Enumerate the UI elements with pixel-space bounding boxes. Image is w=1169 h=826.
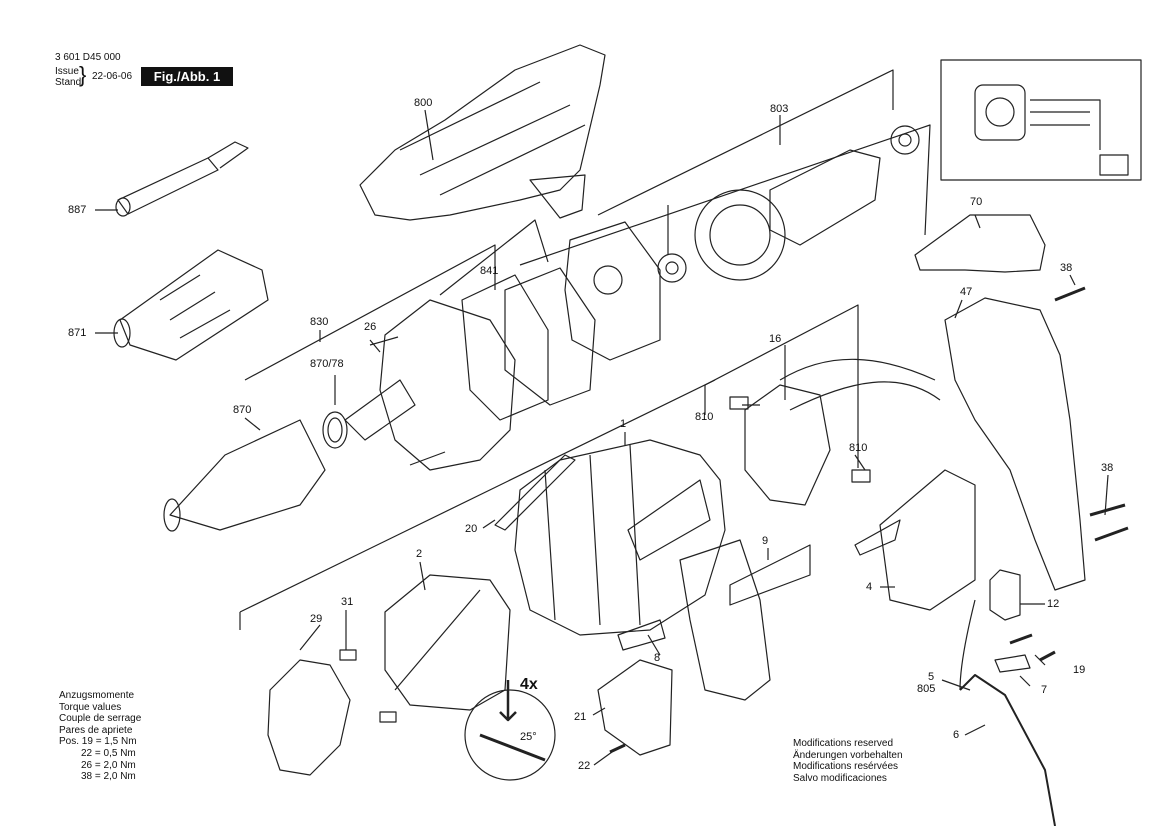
torque-line: Torque values (59, 701, 122, 713)
part-label: 29 (310, 613, 323, 625)
part-label: 7 (1041, 684, 1048, 696)
figure-label: Fig./Abb. 1 (141, 67, 233, 86)
part-label: 38 (1101, 462, 1114, 474)
part-label: 2 (416, 548, 423, 560)
detail-count: 4x (520, 676, 538, 693)
torque-line: 26 = 2,0 Nm (81, 759, 136, 771)
torque-line: Anzugsmomente (59, 690, 135, 701)
part-label: 841 (480, 265, 499, 277)
part-label: 21 (574, 711, 587, 723)
part-label: 870/78 (310, 358, 344, 370)
modifications-line: Modifications resérvées (793, 761, 899, 773)
part-label: 4 (866, 581, 873, 593)
torque-line: Pos. 19 = 1,5 Nm (59, 736, 137, 748)
part-label: 9 (762, 535, 769, 547)
detail-angle: 25° (520, 731, 537, 743)
part-label: 19 (1073, 664, 1086, 676)
part-label: 6 (953, 729, 960, 741)
part-label: 805 (917, 683, 936, 695)
part-label: 70 (970, 196, 983, 208)
part-label: 8 (654, 652, 661, 664)
part-label: 5 (928, 671, 935, 683)
part-label: 38 (1060, 262, 1073, 274)
part-label: 26 (364, 321, 377, 333)
modifications-line: Änderungen vorbehalten (793, 749, 903, 761)
part-label: 887 (68, 204, 87, 216)
modifications-line: Salvo modificaciones (793, 772, 887, 784)
issue-label: Issue (55, 66, 79, 77)
part-label: 22 (578, 760, 591, 772)
part-label: 1 (620, 418, 627, 430)
modifications-line: Modifications reserved (793, 738, 894, 749)
part-label: 803 (770, 103, 789, 115)
issue-date: 22-06-06 (92, 71, 133, 82)
part-label: 870 (233, 404, 252, 416)
part-label: 16 (769, 333, 782, 345)
part-label: 830 (310, 316, 329, 328)
part-label: 20 (465, 523, 478, 535)
part-label: 871 (68, 327, 87, 339)
part-label: 800 (414, 97, 433, 109)
part-label: 47 (960, 286, 973, 298)
part-label: 810 (849, 442, 868, 454)
torque-line: 38 = 2,0 Nm (81, 771, 136, 783)
brace-glyph: } (79, 62, 87, 87)
torque-line: 22 = 0,5 Nm (81, 748, 136, 759)
part-label: 12 (1047, 598, 1060, 610)
part-label: 810 (695, 411, 714, 423)
stand-label: Stand (55, 77, 82, 88)
torque-line: Pares de apriete (59, 724, 133, 736)
torque-line: Couple de serrage (59, 713, 142, 725)
doc-number: 3 601 D45 000 (55, 52, 121, 63)
part-label: 31 (341, 596, 354, 608)
